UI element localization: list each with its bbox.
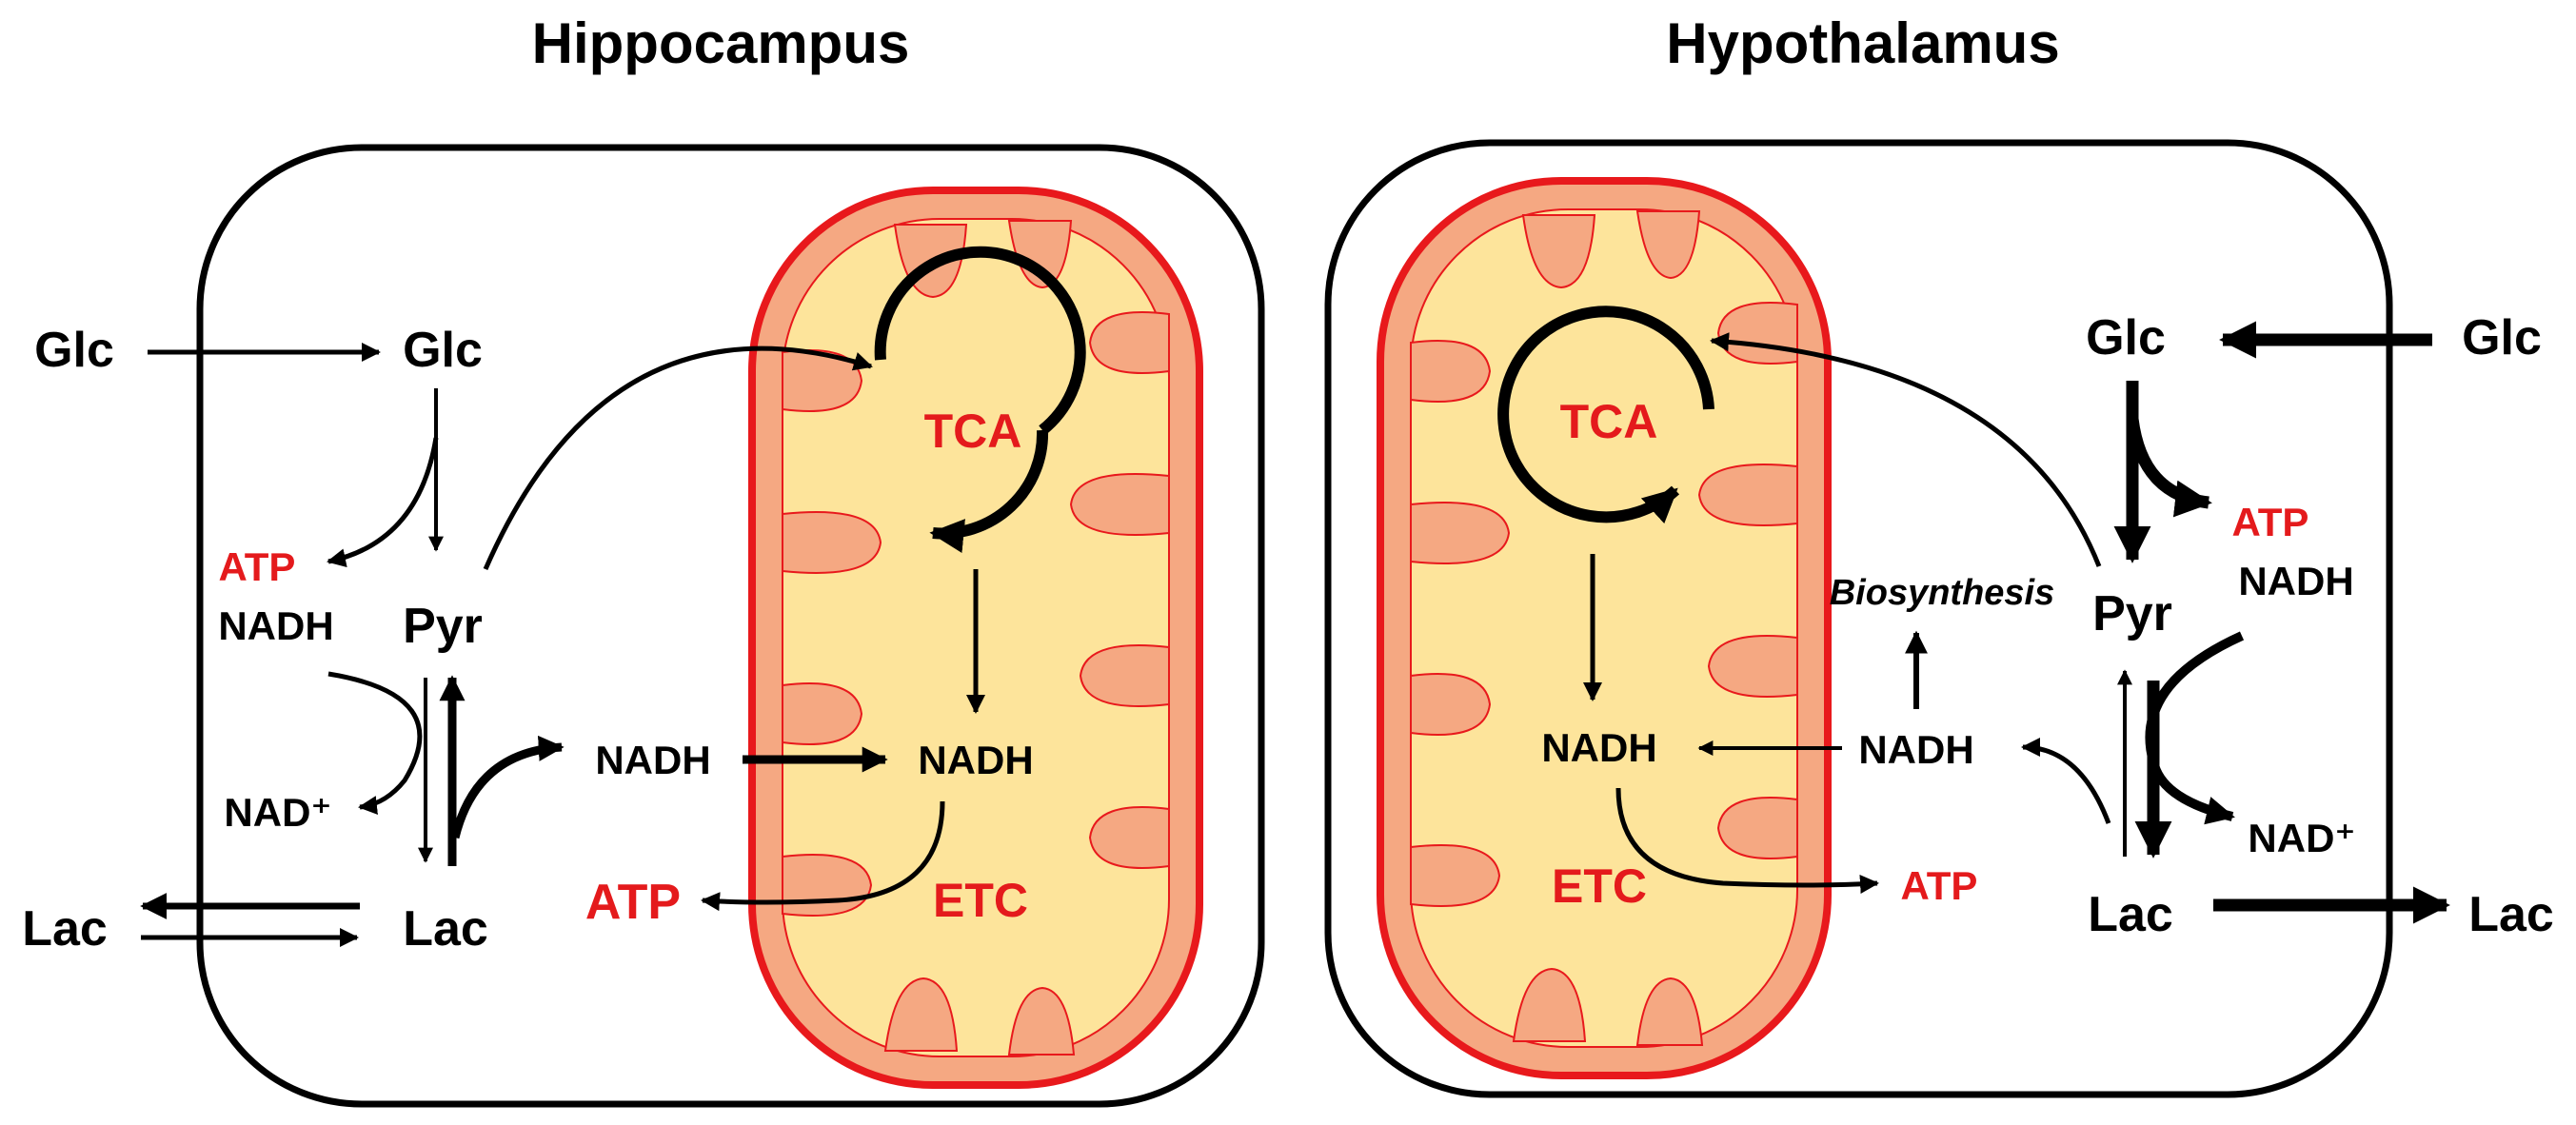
right-atp-mito: ATP	[1901, 863, 1978, 908]
right-nadh-mito: NADH	[1541, 725, 1656, 770]
right-glc-intracellular: Glc	[2086, 310, 2166, 365]
left-lac-intracellular: Lac	[403, 901, 488, 957]
right-glc-extracellular: Glc	[2462, 310, 2542, 365]
tca-cycle-arrow-right	[1497, 306, 1714, 524]
right-atp-glycolysis: ATP	[2232, 500, 2309, 544]
right-arrows	[1583, 321, 2450, 924]
left-tca-label: TCA	[924, 405, 1022, 458]
right-biosynthesis: Biosynthesis	[1830, 573, 2055, 613]
right-lac-extracellular: Lac	[2468, 887, 2554, 942]
left-pyr: Pyr	[403, 599, 483, 654]
right-nadh-cytosol: NADH	[1858, 727, 1973, 772]
left-nad-plus: NAD⁺	[224, 790, 331, 835]
right-etc-label: ETC	[1552, 859, 1647, 913]
left-nadh-glycolysis: NADH	[218, 603, 333, 648]
left-glc-extracellular: Glc	[34, 323, 114, 378]
left-nadh-cytosol: NADH	[595, 738, 710, 782]
left-atp-mito: ATP	[585, 875, 681, 930]
left-lac-extracellular: Lac	[22, 901, 108, 957]
left-nadh-mito: NADH	[918, 738, 1033, 782]
hippocampus-title: Hippocampus	[532, 11, 910, 75]
left-etc-label: ETC	[933, 874, 1028, 927]
hypothalamus-title: Hypothalamus	[1666, 11, 2059, 75]
right-pyr: Pyr	[2092, 586, 2172, 641]
right-nad-plus: NAD⁺	[2248, 816, 2355, 860]
right-tca-label: TCA	[1560, 395, 1658, 448]
left-glc-intracellular: Glc	[403, 323, 483, 378]
right-lac-intracellular: Lac	[2088, 887, 2173, 942]
tca-cycle-arrow-left	[874, 246, 1086, 553]
left-arrows	[140, 343, 985, 947]
left-atp-glycolysis: ATP	[219, 544, 296, 589]
right-nadh-glycolysis: NADH	[2238, 559, 2353, 603]
